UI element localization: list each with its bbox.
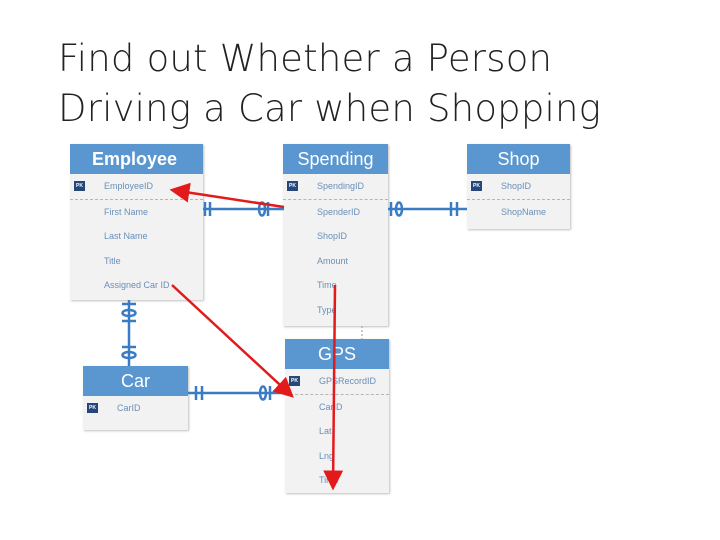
field-label: CarID xyxy=(117,403,141,413)
field-label: EmployeeID xyxy=(104,181,154,191)
gps-table-header: GPS xyxy=(285,339,389,369)
shop-table: Shop PK ShopID ShopName xyxy=(467,144,570,229)
field-label: ShopName xyxy=(501,206,547,217)
field-label: GPSRecordID xyxy=(319,376,377,386)
car-table-header: Car xyxy=(83,366,188,396)
field-label: First Name xyxy=(104,206,149,217)
gps-field-lng: Lng xyxy=(285,444,389,469)
employee-field-employee-id: PK EmployeeID xyxy=(70,174,203,200)
spending-field-amount: Amount xyxy=(283,249,388,274)
spending-table-header: Spending xyxy=(283,144,388,174)
spending-field-spender-id: SpenderID xyxy=(283,200,388,225)
employee-field-first-name: First Name xyxy=(70,200,203,225)
field-label: Last Name xyxy=(104,231,148,241)
spending-field-shop-id: ShopID xyxy=(283,224,388,249)
gps-field-car-id: CarID xyxy=(285,395,389,420)
shop-field-shop-name: ShopName xyxy=(467,200,570,225)
spending-field-spending-id: PK SpendingID xyxy=(283,174,388,200)
slide-title: Find out Whether a Person Driving a Car … xyxy=(58,34,678,134)
annotation-arrow-spender-to-employee xyxy=(169,182,285,209)
title-line-2: Driving a Car when Shopping xyxy=(58,87,602,130)
primary-key-icon: PK xyxy=(74,181,85,191)
title-line-1: Find out Whether a Person xyxy=(58,37,553,80)
field-label: Type xyxy=(317,304,337,315)
field-label: Assigned Car ID xyxy=(104,280,170,290)
employee-field-last-name: Last Name xyxy=(70,224,203,249)
shop-table-header: Shop xyxy=(467,144,570,174)
field-label: ShopID xyxy=(317,231,348,241)
primary-key-icon: PK xyxy=(87,403,98,413)
employee-field-assigned-car-id: Assigned Car ID xyxy=(70,273,203,298)
spending-field-time: Time xyxy=(283,273,388,298)
employee-field-title: Title xyxy=(70,249,203,274)
gps-field-gps-record-id: PK GPSRecordID xyxy=(285,369,389,395)
field-label: SpendingID xyxy=(317,181,365,191)
car-field-car-id: PK CarID xyxy=(83,396,188,421)
field-label: Title xyxy=(104,255,121,266)
annotation-arrow-car-to-gps xyxy=(171,284,294,398)
spending-field-type: Type xyxy=(283,298,388,323)
field-label: Lat xyxy=(319,426,332,436)
employee-car-relationship xyxy=(121,300,137,366)
shop-field-shop-id: PK ShopID xyxy=(467,174,570,200)
gps-field-lat: Lat xyxy=(285,419,389,444)
primary-key-icon: PK xyxy=(287,181,298,191)
field-label: CarID xyxy=(319,401,343,412)
field-label: ShopID xyxy=(501,181,532,191)
primary-key-icon: PK xyxy=(471,181,482,191)
car-table: Car PK CarID xyxy=(83,366,188,430)
field-label: Lng xyxy=(319,450,335,461)
car-gps-relationship xyxy=(188,385,286,401)
employee-table-header: Employee xyxy=(70,144,203,174)
field-label: Amount xyxy=(317,255,349,266)
annotation-arrow-time-to-time xyxy=(323,284,344,491)
gps-table: GPS PK GPSRecordID CarID Lat Lng Time xyxy=(285,339,389,493)
field-label: SpenderID xyxy=(317,206,361,217)
employee-table: Employee PK EmployeeID First Name Last N… xyxy=(70,144,203,300)
primary-key-icon: PK xyxy=(289,376,300,386)
spending-shop-relationship xyxy=(388,201,467,217)
field-label: Time xyxy=(317,280,337,290)
